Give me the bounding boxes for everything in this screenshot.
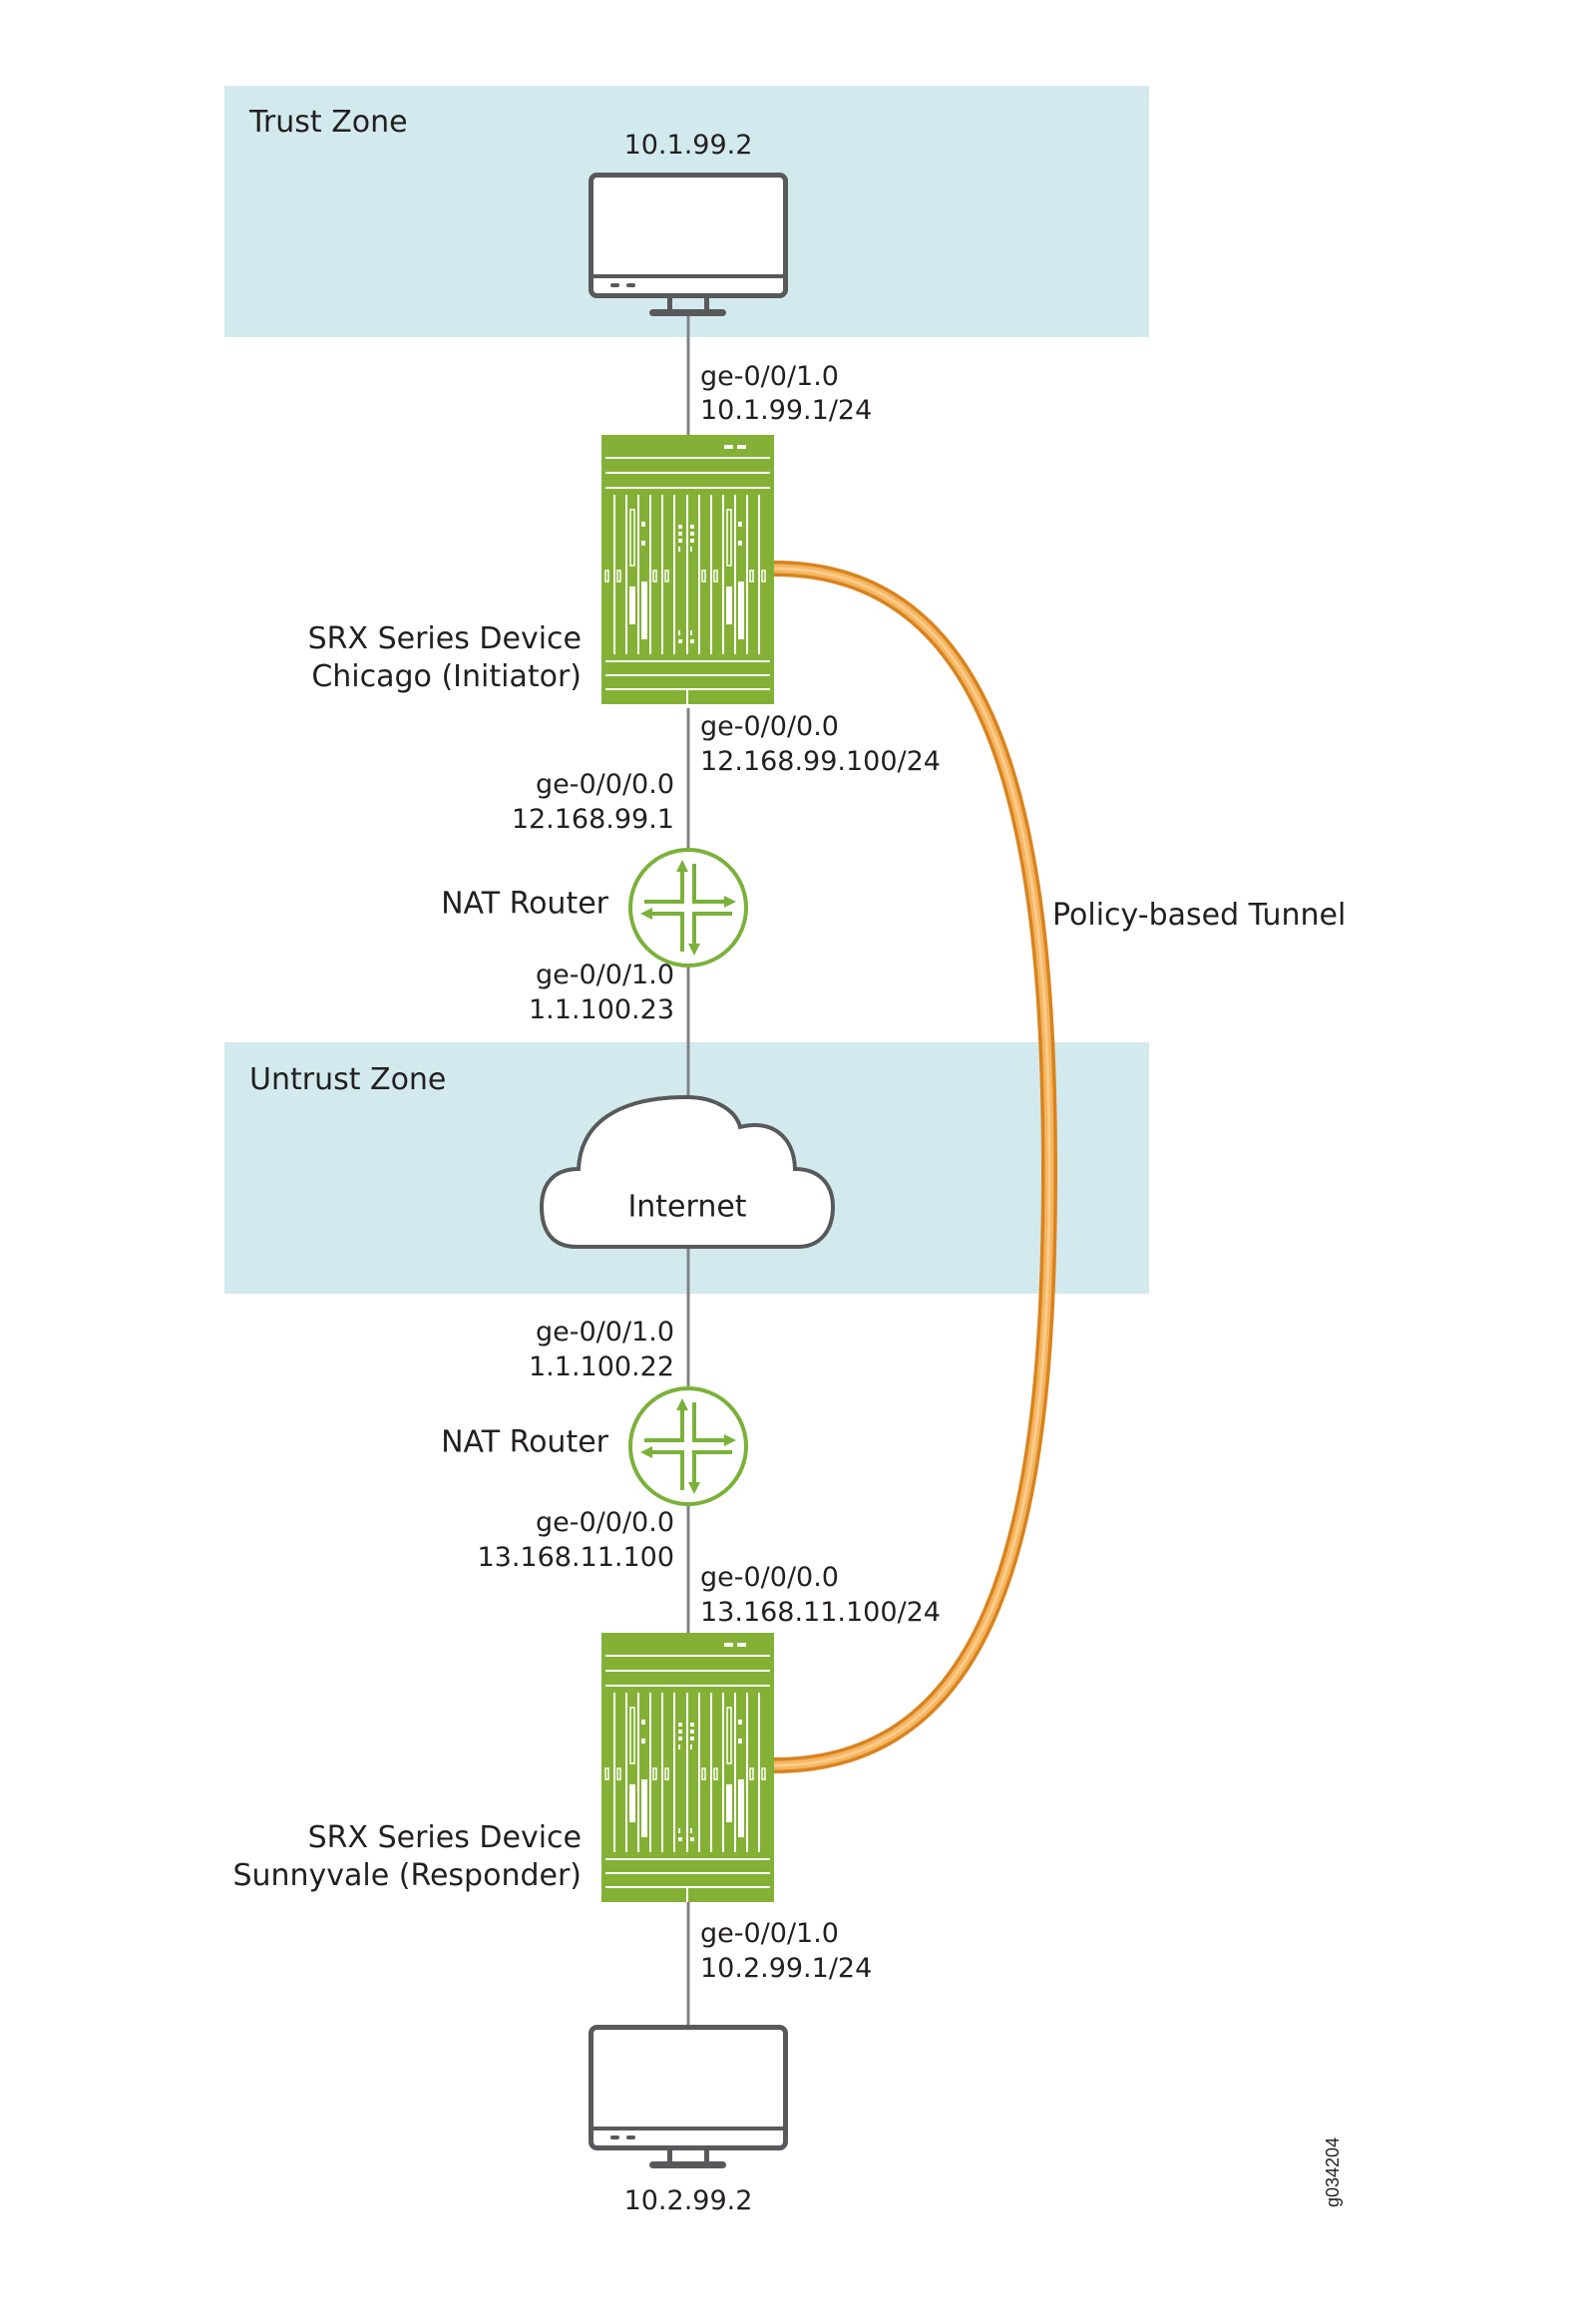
chicago-upper-iface-name: ge-0/0/1.0 xyxy=(700,361,839,392)
chicago-lower-iface-name: ge-0/0/0.0 xyxy=(700,711,839,742)
tunnel-label: Policy-based Tunnel xyxy=(1052,898,1346,933)
nat2-lower-iface-name: ge-0/0/0.0 xyxy=(536,1507,674,1538)
bottom-host-monitor-icon xyxy=(592,2028,786,2169)
nat2-label: NAT Router xyxy=(441,1425,609,1460)
trust-zone-label: Trust Zone xyxy=(248,105,408,140)
nat2-upper-iface-name: ge-0/0/1.0 xyxy=(536,1317,674,1348)
figure-id: g034204 xyxy=(1323,2137,1343,2207)
internet-label: Internet xyxy=(627,1190,746,1225)
sunnyvale-lower-iface-name: ge-0/0/1.0 xyxy=(700,1918,839,1949)
nat1-upper-iface-name: ge-0/0/0.0 xyxy=(536,769,674,800)
internet-cloud-icon xyxy=(539,1094,836,1249)
chicago-lower-iface-ip: 12.168.99.100/24 xyxy=(700,746,941,777)
chicago-device-label-line2: Chicago (Initiator) xyxy=(311,659,582,694)
bottom-host-ip: 10.2.99.2 xyxy=(624,2185,753,2216)
sunnyvale-device-label-line1: SRX Series Device xyxy=(308,1820,582,1855)
nat1-lower-iface-name: ge-0/0/1.0 xyxy=(536,960,674,990)
sunnyvale-srx-chassis-icon xyxy=(600,1632,775,1903)
top-host-ip: 10.1.99.2 xyxy=(624,130,753,161)
sunnyvale-upper-iface-name: ge-0/0/0.0 xyxy=(700,1562,839,1593)
nat1-lower-iface-ip: 1.1.100.23 xyxy=(529,994,674,1025)
untrust-zone-label: Untrust Zone xyxy=(249,1062,446,1097)
nat1-upper-iface-ip: 12.168.99.1 xyxy=(512,804,674,835)
chicago-upper-iface-ip: 10.1.99.1/24 xyxy=(700,395,872,426)
chicago-device-label-line1: SRX Series Device xyxy=(308,621,582,656)
tunnel-shine xyxy=(773,567,1051,1767)
sunnyvale-upper-iface-ip: 13.168.11.100/24 xyxy=(700,1597,941,1628)
top-host-monitor-icon xyxy=(592,176,786,317)
nat1-router-icon xyxy=(628,848,748,968)
nat1-label: NAT Router xyxy=(441,887,609,922)
sunnyvale-lower-iface-ip: 10.2.99.1/24 xyxy=(700,1953,872,1984)
sunnyvale-device-label-line2: Sunnyvale (Responder) xyxy=(232,1858,582,1893)
nat2-upper-iface-ip: 1.1.100.22 xyxy=(529,1352,674,1382)
nat2-router-icon xyxy=(628,1386,748,1506)
nat2-lower-iface-ip: 13.168.11.100 xyxy=(477,1542,674,1573)
chicago-srx-chassis-icon xyxy=(600,434,775,705)
